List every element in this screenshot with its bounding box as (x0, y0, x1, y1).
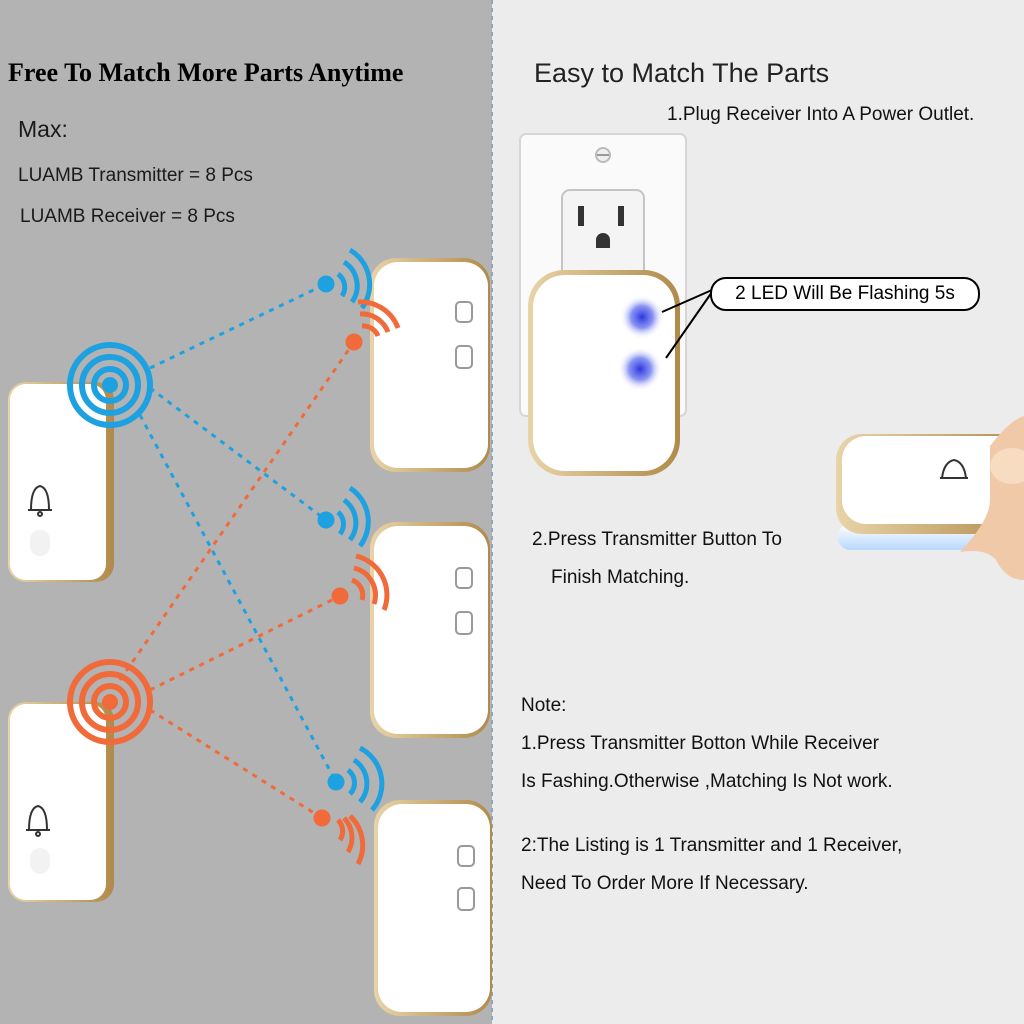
wifi-signal-icon (317, 485, 371, 548)
receiver-1 (370, 258, 490, 472)
left-headline: Free To Match More Parts Anytime (8, 58, 404, 87)
note-1-line-2: Is Fashing.Otherwise ,Matching Is Not wo… (521, 771, 893, 792)
broadcast-rings-icon (67, 659, 153, 745)
callout-pointer (665, 291, 713, 359)
right-title: Easy to Match The Parts (534, 58, 830, 88)
callout-pointer (661, 289, 713, 313)
transmitter-bottom (8, 702, 114, 902)
note-2-line-1: 2:The Listing is 1 Transmitter and 1 Rec… (521, 835, 903, 856)
transmitter-top (8, 382, 114, 582)
led-light-icon (620, 295, 664, 339)
led-callout: 2 LED Will Be Flashing 5s (710, 277, 980, 311)
bell-icon (940, 458, 968, 479)
step-1-text: 1.Plug Receiver Into A Power Outlet. (667, 104, 975, 125)
wifi-signal-icon (317, 247, 373, 310)
note-2-line-2: Need To Order More If Necessary. (521, 873, 809, 894)
max-label: Max: (18, 116, 68, 142)
led-light-icon (618, 347, 662, 391)
wifi-signal-icon (313, 809, 366, 866)
note-title: Note: (521, 695, 567, 716)
wifi-signal-icon (345, 299, 401, 351)
bell-icon (26, 804, 50, 837)
dashed-divider (491, 0, 493, 1024)
broadcast-rings-icon (67, 342, 153, 428)
transmitter-spec: LUAMB Transmitter = 8 Pcs (18, 165, 253, 186)
receiver-3 (374, 800, 492, 1016)
bell-icon (28, 484, 52, 517)
step-2-line-2: Finish Matching. (551, 567, 690, 588)
step-2-line-1: 2.Press Transmitter Button To (532, 529, 782, 550)
wifi-signal-icon (327, 745, 385, 812)
note-1-line-1: 1.Press Transmitter Botton While Receive… (521, 733, 879, 754)
receiver-spec: LUAMB Receiver = 8 Pcs (20, 206, 235, 227)
plugged-receiver (528, 270, 680, 476)
hand-held-transmitter (836, 416, 1024, 580)
wifi-signal-icon (331, 553, 390, 611)
receiver-2 (370, 522, 490, 738)
signal-lines (118, 282, 356, 820)
